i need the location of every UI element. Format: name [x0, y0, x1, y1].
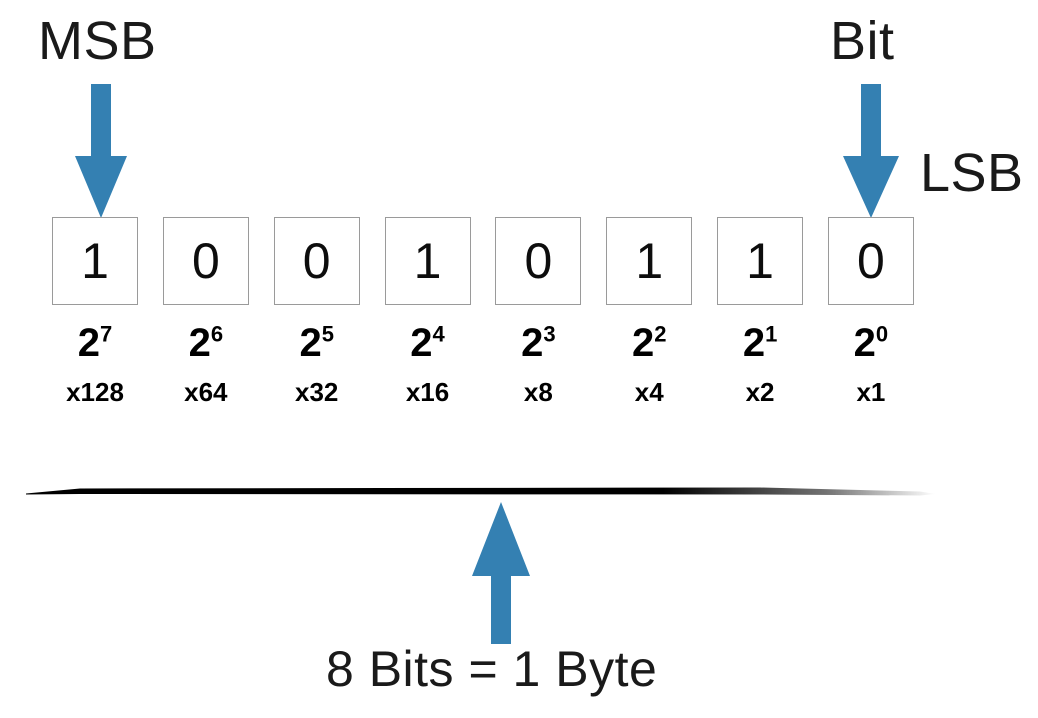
- bit-box[interactable]: 0: [273, 217, 360, 305]
- bit-box[interactable]: 1: [384, 217, 471, 305]
- bit-power: 26: [189, 323, 224, 363]
- bit-label: Bit: [830, 11, 895, 71]
- power-exponent: 1: [765, 321, 778, 347]
- power-base: 2: [521, 321, 544, 365]
- power-base: 2: [410, 321, 433, 365]
- bit-value: 0: [524, 233, 553, 289]
- bit-power: 20: [854, 323, 889, 363]
- bit-box[interactable]: 0: [162, 217, 249, 305]
- power-exponent: 2: [654, 321, 667, 347]
- bit-box[interactable]: 0: [495, 217, 582, 305]
- bit-value: 0: [302, 233, 331, 289]
- bit-multiplier: x128: [66, 377, 124, 407]
- bit-multiplier: x8: [523, 377, 553, 407]
- bit-cell: 0 26 x64: [162, 217, 249, 407]
- arrow-down-icon-bit: [843, 84, 899, 218]
- bit-power: 27: [78, 323, 113, 363]
- bit-multiplier: x16: [405, 377, 450, 407]
- power-exponent: 5: [321, 321, 334, 347]
- bit-multiplier: x32: [294, 377, 339, 407]
- byte-span-baseline: [26, 487, 936, 496]
- bit-power: 25: [299, 323, 334, 363]
- power-exponent: 7: [100, 321, 113, 347]
- power-base: 2: [631, 321, 655, 365]
- arrow-down-icon-msb: [75, 84, 127, 218]
- bit-power: 21: [743, 323, 778, 363]
- bit-power: 23: [521, 323, 556, 363]
- bit-cell: 0 20 x1: [827, 217, 914, 407]
- bit-value: 1: [746, 233, 774, 289]
- power-exponent: 0: [875, 321, 889, 347]
- bit-cell: 1 27 x128: [52, 217, 138, 405]
- msb-label: MSB: [38, 11, 157, 71]
- power-base: 2: [299, 321, 322, 365]
- bit-multiplier: x64: [184, 377, 228, 407]
- bit-box[interactable]: 0: [827, 217, 914, 305]
- power-base: 2: [742, 321, 766, 365]
- bit-value: 1: [635, 233, 664, 289]
- bit-multiplier: x1: [856, 377, 886, 407]
- bit-cell: 1 21 x2: [717, 217, 804, 407]
- byte-definition-label: 8 Bits = 1 Byte: [326, 641, 658, 697]
- bit-value: 1: [413, 233, 442, 289]
- bit-value: 1: [81, 233, 109, 289]
- power-base: 2: [77, 321, 100, 365]
- bit-multiplier: x4: [634, 377, 664, 407]
- bit-power: 24: [410, 323, 445, 363]
- bit-row: 1 27 x128 0 26 x64 0 25 x32 1 24 x16: [52, 217, 914, 405]
- bit-box[interactable]: 1: [717, 217, 804, 305]
- bit-multiplier: x2: [745, 377, 775, 407]
- bit-power: 22: [632, 323, 667, 363]
- bit-cell: 0 25 x32: [273, 217, 360, 407]
- bit-value: 0: [857, 233, 885, 289]
- bit-value: 0: [191, 233, 220, 289]
- bit-cell: 1 22 x4: [606, 217, 693, 407]
- bit-cell: 1 24 x16: [384, 217, 471, 407]
- bit-box[interactable]: 1: [606, 217, 693, 305]
- power-exponent: 4: [432, 321, 445, 347]
- bit-cell: 0 23 x8: [495, 217, 582, 407]
- power-base: 2: [853, 321, 876, 365]
- power-base: 2: [188, 321, 211, 365]
- power-exponent: 3: [543, 321, 556, 347]
- power-exponent: 6: [210, 321, 224, 347]
- lsb-label: LSB: [920, 143, 1024, 203]
- bit-box[interactable]: 1: [52, 217, 138, 305]
- arrow-up-icon-byte: [472, 502, 530, 644]
